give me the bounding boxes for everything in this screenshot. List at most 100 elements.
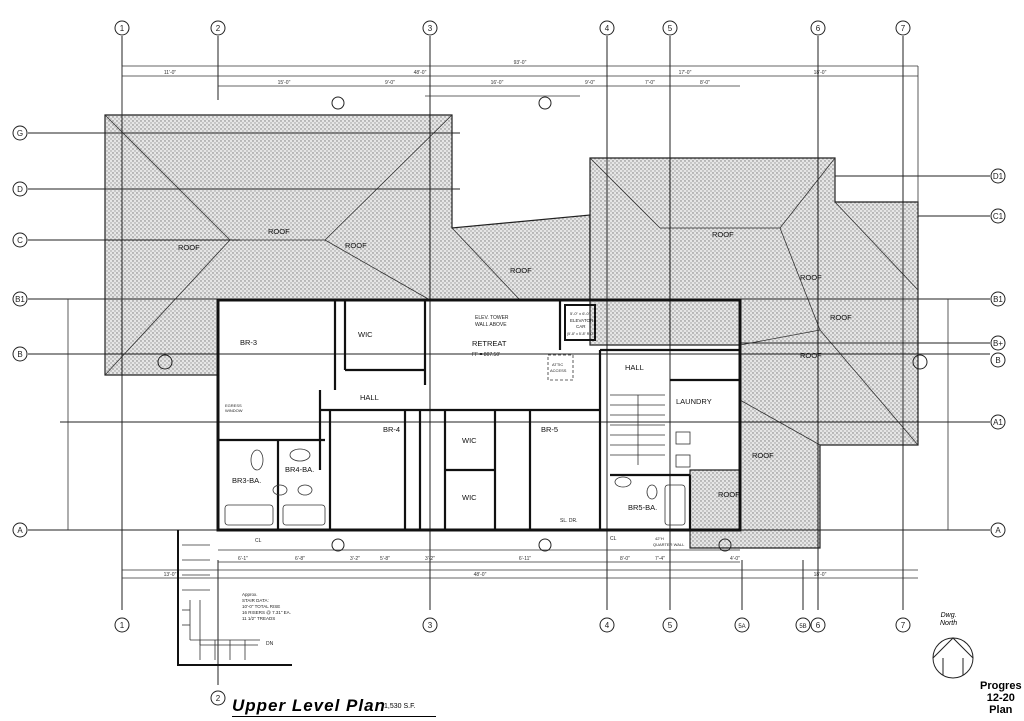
note-quarter-wall: QUARTER WALL: [653, 542, 685, 547]
walls: [216, 298, 742, 532]
bath-fixtures: [224, 431, 691, 526]
note-elevator: (5'-8" x 5'-8" R.O.): [567, 332, 595, 336]
grid-bubble-c: C: [17, 236, 23, 245]
dim-label: 18'-0": [814, 572, 827, 578]
dim-label: 6'-11": [519, 556, 532, 562]
room-wic: WIC: [358, 330, 373, 339]
grid-bubble-a-right: A: [995, 526, 1001, 535]
grid-bubble-1-bottom: 1: [120, 621, 125, 630]
grid-bubble-a1: A1: [993, 418, 1003, 427]
grid-bubble-d1: D1: [993, 172, 1004, 181]
roof-label: ROOF: [830, 313, 852, 322]
roof-label: ROOF: [752, 451, 774, 460]
note-attic: ACCESS: [550, 368, 567, 373]
grid-bubble-5-bottom: 5: [668, 621, 673, 630]
drawing-title: Upper Level Plan: [232, 696, 436, 717]
room-br3: BR-3: [240, 338, 257, 347]
grid-bubble-5a-bottom: 5A: [738, 624, 745, 630]
stair: [610, 394, 665, 465]
room-br3-bath: BR3-BA.: [232, 476, 261, 485]
room-hall: HALL: [360, 393, 379, 402]
dim-label: 6'-1": [238, 556, 248, 562]
grid-bubble-5b-bottom: 5B: [799, 624, 806, 630]
note-egress: EGRESS: [225, 403, 242, 408]
dim-label: 48'-0": [474, 572, 487, 578]
grid-bubble-b1: B1: [15, 295, 25, 304]
roof-label: ROOF: [345, 241, 367, 250]
grid-bubble-7: 7: [901, 24, 906, 33]
grid-bubble-2: 2: [216, 24, 221, 33]
grid-bubble-b-right: B: [995, 356, 1000, 365]
stamp-line: 12-20: [986, 692, 1015, 704]
stamp-line: Plan: [989, 704, 1013, 716]
stair-data: 11 1/2" TREADS: [242, 616, 275, 621]
stamp-line: Progres: [980, 680, 1022, 692]
grid-bubble-4-bottom: 4: [605, 621, 610, 630]
dim-label: 18'-0": [814, 70, 827, 76]
notes: ELEV. TOWER WALL ABOVE 5'-0" x 6'-0" ELE…: [225, 311, 685, 647]
dim-label: 7'-0": [645, 80, 655, 86]
dim-label: 5'-8": [380, 556, 390, 562]
note-elevator: ELEVATOR: [570, 318, 594, 323]
stair-data: 16 RISERS @ 7.31" EA.: [242, 610, 291, 615]
note-elev-tower: WALL ABOVE: [475, 322, 507, 328]
grid-bubble-g: G: [17, 129, 23, 138]
dim-label: 13'-0": [164, 572, 177, 578]
stair-data: 10'-0" TOTAL RISE: [242, 604, 280, 609]
roof-areas: [104, 114, 919, 549]
progress-stamp: Progres 12-20 Plan: [980, 680, 1022, 716]
grid-bubble-a: A: [17, 526, 23, 535]
dim-label: 3'-2": [425, 556, 435, 562]
room-retreat: RETREAT: [472, 339, 507, 348]
dim-label: 15'-0": [278, 80, 291, 86]
stair-data: Approx.: [242, 592, 258, 597]
grid-bubble-6-bottom: 6: [816, 621, 821, 630]
grid-bubble-b-plus: B+: [993, 339, 1003, 348]
roof-label: ROOF: [268, 227, 290, 236]
drawing-area: 1,530 S.F.: [384, 703, 416, 710]
exterior-wall: [216, 298, 742, 532]
grid-bubble-3-bottom: 3: [428, 621, 433, 630]
grid-bubble-d: D: [17, 185, 23, 194]
roof-label: ROOF: [178, 243, 200, 252]
north-label-line: Dwg.: [940, 612, 957, 619]
note-elev-tower: ELEV. TOWER: [475, 315, 509, 321]
room-br5-bath: BR5-BA.: [628, 503, 657, 512]
note-attic: ATTIC: [552, 362, 563, 367]
north-label: Dwg. North: [940, 612, 957, 628]
dimension-lines: [67, 65, 949, 579]
grid-bubble-2-bottom: 2: [216, 694, 221, 703]
north-arrow-icon: [932, 637, 974, 679]
north-label-line: North: [940, 620, 958, 627]
roof-labels: ROOF ROOF ROOF ROOF ROOF ROOF ROOF ROOF …: [178, 227, 852, 499]
section-markers: [157, 96, 928, 552]
grid-lines: [28, 36, 990, 685]
grid-bubble-4: 4: [605, 24, 610, 33]
retreat-floor-elevation: FF = 807.50': [472, 352, 500, 358]
room-hall: HALL: [625, 363, 644, 372]
dim-label: 8'-0": [700, 80, 710, 86]
stair-data: STAIR DATA:: [242, 598, 269, 603]
room-wic: WIC: [462, 493, 477, 502]
room-br4-bath: BR4-BA.: [285, 465, 314, 474]
dim-label: 7'-4": [655, 556, 665, 562]
roof-label: ROOF: [510, 266, 532, 275]
roof-label: ROOF: [712, 230, 734, 239]
exterior-stair: [177, 530, 292, 666]
grid-bubble-5: 5: [668, 24, 673, 33]
dim-label: 16'-0": [491, 80, 504, 86]
room-br5: BR-5: [541, 425, 558, 434]
note-egress: WINDOW: [225, 408, 243, 413]
note-elevator: 5'-0" x 6'-0": [570, 311, 591, 316]
grid-bubble-6: 6: [816, 24, 821, 33]
grid-bubbles: 1 2 3 4 5 6 7 1 3 4 5 5A 5B 6 7 2 G D C …: [12, 20, 1006, 706]
note-quarter-wall: 42"H: [655, 536, 664, 541]
grid-bubble-3: 3: [428, 24, 433, 33]
room-wic: WIC: [462, 436, 477, 445]
note-elevator: CAR: [576, 324, 586, 329]
dim-label: 9'-0": [585, 80, 595, 86]
roof-label: ROOF: [800, 273, 822, 282]
room-br4: BR-4: [383, 425, 400, 434]
attic-access: [547, 354, 574, 381]
